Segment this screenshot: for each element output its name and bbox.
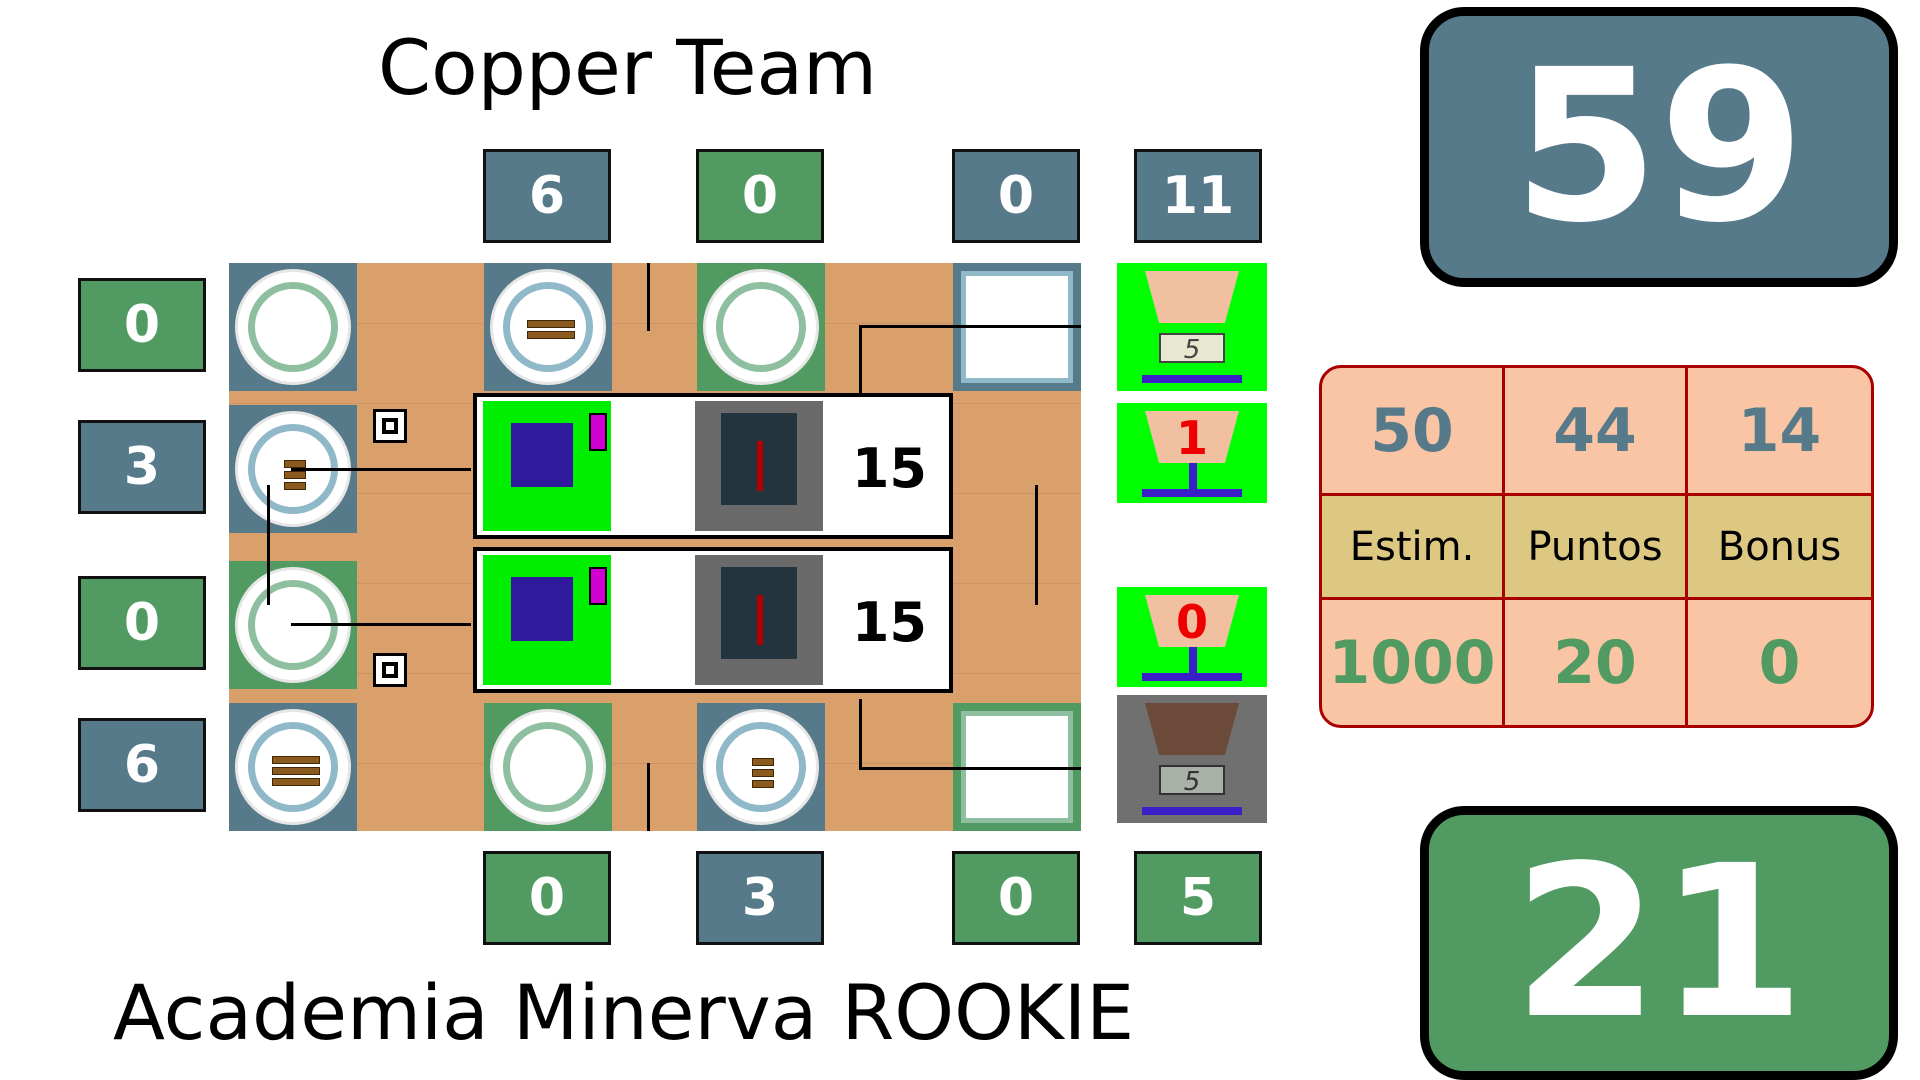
robot-icon: [483, 401, 611, 531]
stats-table: 50 44 14 Estim. Puntos Bonus 1000 20 0: [1319, 365, 1874, 728]
top-counter-col1: 6: [483, 149, 611, 243]
cell-r1-c1: [229, 263, 357, 391]
basket-3: 0: [1117, 587, 1267, 687]
basket-4: 5: [1117, 695, 1267, 823]
cell-r4-c5: [697, 703, 825, 831]
estim-header: Estim.: [1322, 496, 1505, 600]
marker-icon: [373, 409, 407, 443]
empty-plate: [235, 269, 351, 385]
basket-1: 5: [1117, 263, 1267, 391]
cell-r4-c1: [229, 703, 357, 831]
opponent-robot-icon: [695, 401, 823, 531]
top-counter-col3: 0: [952, 149, 1080, 243]
bottom-counter-col4: 5: [1134, 851, 1262, 945]
bottom-team-name: Academia Minerva ROOKIE: [113, 968, 1135, 1057]
estim-value: 50: [1322, 368, 1505, 496]
plate-with-food: [703, 709, 819, 825]
top-counter-col4: 11: [1134, 149, 1262, 243]
food-icon: [527, 320, 575, 339]
basket-count: 1: [1175, 411, 1208, 465]
row-counter-4: 6: [78, 718, 206, 812]
marker-icon: [373, 653, 407, 687]
robot-panel-1: 15: [473, 393, 953, 539]
food-icon: [752, 758, 774, 788]
top-counter-col2: 0: [696, 149, 824, 243]
bottom-counter-col3: 0: [952, 851, 1080, 945]
food-icon: [284, 460, 306, 490]
cell-r1-c5: [697, 263, 825, 391]
empty-plate: [490, 709, 606, 825]
opponent-robot-icon: [695, 555, 823, 685]
bottom-counter-col2: 3: [696, 851, 824, 945]
bonus-bottom-value: 0: [1758, 627, 1801, 698]
row-counter-1: 0: [78, 278, 206, 372]
basket-count: 0: [1175, 595, 1208, 649]
robot-score: 15: [851, 591, 927, 654]
basket-label: 5: [1159, 765, 1225, 797]
puntos-value: 44: [1505, 368, 1688, 496]
plate-with-food: [490, 269, 606, 385]
robot-panel-2: 15: [473, 547, 953, 693]
top-team-name: Copper Team: [378, 23, 878, 112]
bonus-header: Bonus: [1688, 496, 1871, 600]
bottom-team-score: 21: [1420, 806, 1898, 1080]
food-icon: [272, 756, 320, 786]
bonus-value: 14: [1688, 368, 1871, 496]
plate-with-food: [235, 709, 351, 825]
empty-plate: [703, 269, 819, 385]
puntos-bottom-value: 20: [1505, 600, 1688, 725]
basket-2: 1: [1117, 403, 1267, 503]
robot-score: 15: [851, 437, 927, 500]
row-counter-2: 3: [78, 420, 206, 514]
row-counter-3: 0: [78, 576, 206, 670]
cell-r4-c3: [484, 703, 612, 831]
puntos-header: Puntos: [1505, 496, 1688, 600]
top-team-score: 59: [1420, 7, 1898, 287]
cell-r1-c3: [484, 263, 612, 391]
estim-bottom-value: 1000: [1322, 600, 1505, 725]
bottom-counter-col1: 0: [483, 851, 611, 945]
basket-label: 5: [1159, 333, 1225, 365]
robot-icon: [483, 555, 611, 685]
